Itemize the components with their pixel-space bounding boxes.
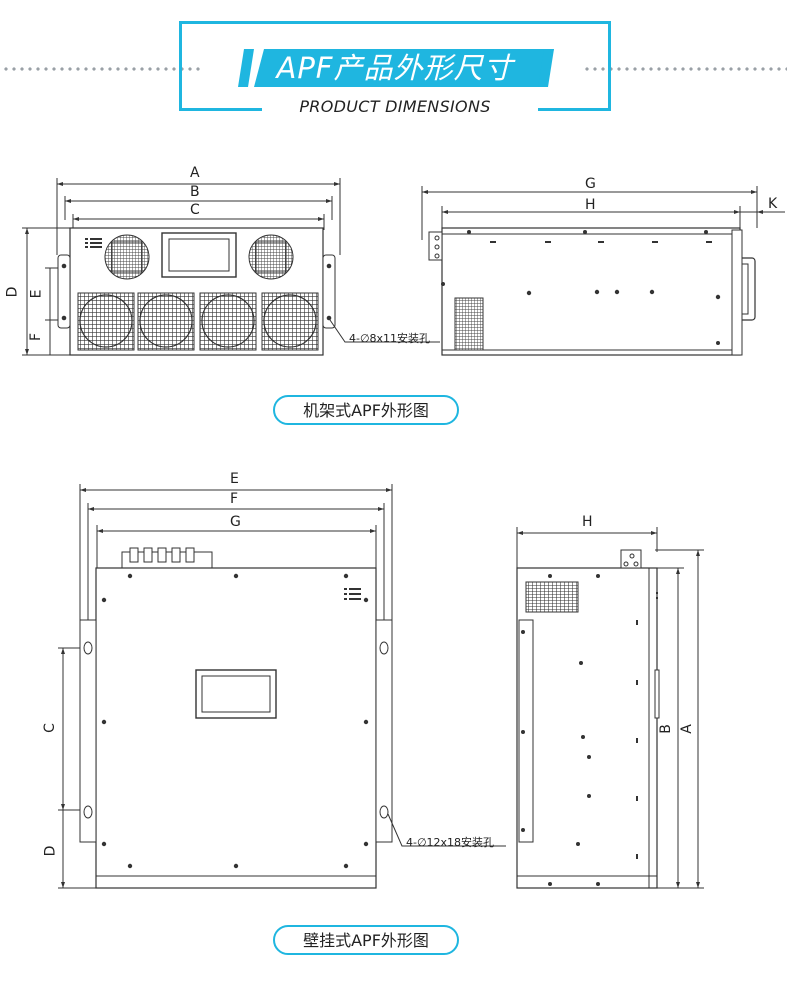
wall-dim-e: E [230,471,239,487]
wall-dim-h: H [582,514,593,530]
rack-hole-note: 4-∅8x11安装孔 [349,332,431,345]
wall-dim-b: B [657,724,674,734]
rack-dim-k: K [768,196,778,212]
page-subtitle: PRODUCT DIMENSIONS [299,97,491,116]
rack-dim-e: E [28,289,45,299]
wall-dim-a: A [678,724,695,734]
rack-dim-d: D [4,286,21,298]
wall-dim-c: C [41,723,58,733]
wall-diagram [58,484,704,889]
header-frame-gap [262,104,538,116]
wall-caption: 壁挂式APF外形图 [273,925,459,955]
rack-dim-g: G [585,176,596,192]
wall-hole-note: 4-∅12x18安装孔 [406,836,495,849]
header-dots-right [583,66,787,72]
page-title: APF产品外形尺寸 [276,51,514,85]
wall-dim-g: G [230,514,241,530]
rack-dim-c: C [190,202,200,218]
wall-dim-f: F [230,491,239,507]
wall-dim-d: D [42,845,59,857]
header-dots-left [2,66,200,72]
rack-dim-a: A [190,165,200,181]
rack-dim-b: B [190,184,200,200]
header-banner [238,49,554,87]
rack-dim-f: F [28,332,45,342]
rack-caption: 机架式APF外形图 [273,395,459,425]
rack-diagram [22,178,785,356]
rack-dim-h: H [585,197,596,213]
